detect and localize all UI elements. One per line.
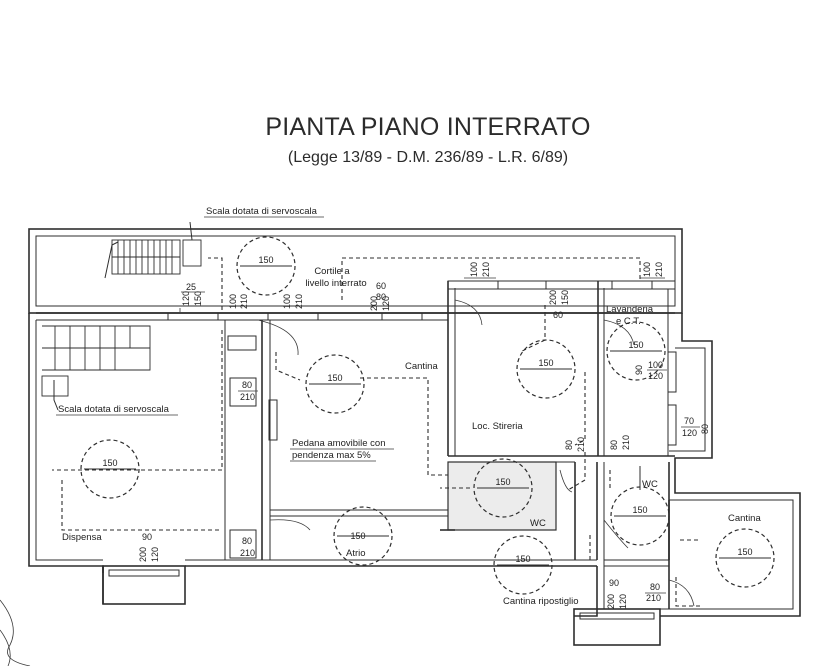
dim-label: 60 xyxy=(376,281,386,291)
dim-label: 120 xyxy=(618,594,628,609)
dim-label: 120 xyxy=(682,428,697,438)
dim-label: 150 xyxy=(560,290,570,305)
label-cortile: Cortile a xyxy=(314,266,350,277)
circle-label: 150 xyxy=(737,547,752,557)
dim-label: 80 xyxy=(650,582,660,592)
dim-label: 80 xyxy=(242,536,252,546)
stair-left xyxy=(41,325,151,411)
dim-label: 70 xyxy=(684,416,694,426)
dim-label: 150 xyxy=(193,291,203,306)
dim-label: 210 xyxy=(576,437,586,452)
dim-label: 210 xyxy=(621,435,631,450)
label-dispensa: Dispensa xyxy=(62,532,102,543)
dim-label: 210 xyxy=(481,262,491,277)
dim-label: 210 xyxy=(240,548,255,558)
label-atrio: Atrio xyxy=(346,548,366,559)
circle-label: 150 xyxy=(102,458,117,468)
door-fixtures xyxy=(227,299,695,607)
dim-label: 100 xyxy=(648,360,663,370)
windows xyxy=(167,280,677,446)
circle-label: 150 xyxy=(538,358,553,368)
circle-label: 150 xyxy=(632,505,647,515)
label-cantina-main: Cantina xyxy=(405,361,438,372)
label-wc-right: WC xyxy=(642,479,658,490)
dim-label: 200 xyxy=(606,594,616,609)
dim-label: 210 xyxy=(654,262,664,277)
edge-curve xyxy=(0,629,11,666)
dim-label: 200 xyxy=(369,296,379,311)
circle-label: 150 xyxy=(350,531,365,541)
label-pedana-2: pendenza max 5% xyxy=(292,450,371,461)
label-lavanderia-2: e C.T. xyxy=(616,316,641,327)
dim-label: 120 xyxy=(381,296,391,311)
label-cantina-right: Cantina xyxy=(728,513,761,524)
label-cortile-2: livello interrato xyxy=(305,278,366,289)
label-stireria: Loc. Stireria xyxy=(472,421,523,432)
label-servoscala-top: Scala dotata di servoscala xyxy=(206,206,318,217)
circle-label: 150 xyxy=(515,554,530,564)
label-lavanderia: Lavanderia xyxy=(606,304,654,315)
dim-label: 90 xyxy=(634,365,644,375)
turning-circles xyxy=(80,236,775,595)
label-wc-small: WC xyxy=(530,518,546,529)
label-pedana-1: Pedana amovibile con xyxy=(292,438,385,449)
label-servoscala-left: Scala dotata di servoscala xyxy=(58,404,170,415)
dim-label: 120 xyxy=(648,371,663,381)
dim-label: 120 xyxy=(150,547,160,562)
dim-label: 210 xyxy=(294,294,304,309)
circle-label: 150 xyxy=(258,255,273,265)
interior-walls xyxy=(36,280,676,609)
dim-label: 80 xyxy=(700,424,710,434)
dim-label: 200 xyxy=(138,547,148,562)
dim-label: 100 xyxy=(282,294,292,309)
dim-label: 90 xyxy=(142,532,152,542)
plan-title: PIANTA PIANO INTERRATO xyxy=(265,113,590,141)
plan-subtitle: (Legge 13/89 - D.M. 236/89 - L.R. 6/89) xyxy=(288,149,568,166)
dim-label: 80 xyxy=(609,440,619,450)
dim-label: 200 xyxy=(548,290,558,305)
circle-label: 150 xyxy=(327,373,342,383)
circle-label: 150 xyxy=(495,477,510,487)
dim-label: 25 xyxy=(186,282,196,292)
dimension-leaders xyxy=(179,277,665,312)
dim-label: 90 xyxy=(609,578,619,588)
label-ripostiglio: Cantina ripostiglio xyxy=(503,596,579,607)
dim-label: 100 xyxy=(469,262,479,277)
dim-label: 80 xyxy=(376,292,386,302)
stair-top xyxy=(104,221,202,279)
dim-label: 210 xyxy=(646,593,661,603)
dim-label: 80 xyxy=(564,440,574,450)
dimension-labels: 25 120 150 100 210 100 210 60 80 200 120… xyxy=(138,262,710,609)
dim-label: 120 xyxy=(181,291,191,306)
edge-curve xyxy=(0,599,31,666)
dim-label: 210 xyxy=(240,392,255,402)
circle-label: 150 xyxy=(628,340,643,350)
dim-label: 80 xyxy=(242,380,252,390)
dim-label: 100 xyxy=(228,294,238,309)
dim-label: 210 xyxy=(239,294,249,309)
dim-label: 60 xyxy=(553,310,563,320)
dim-label: 100 xyxy=(642,262,652,277)
